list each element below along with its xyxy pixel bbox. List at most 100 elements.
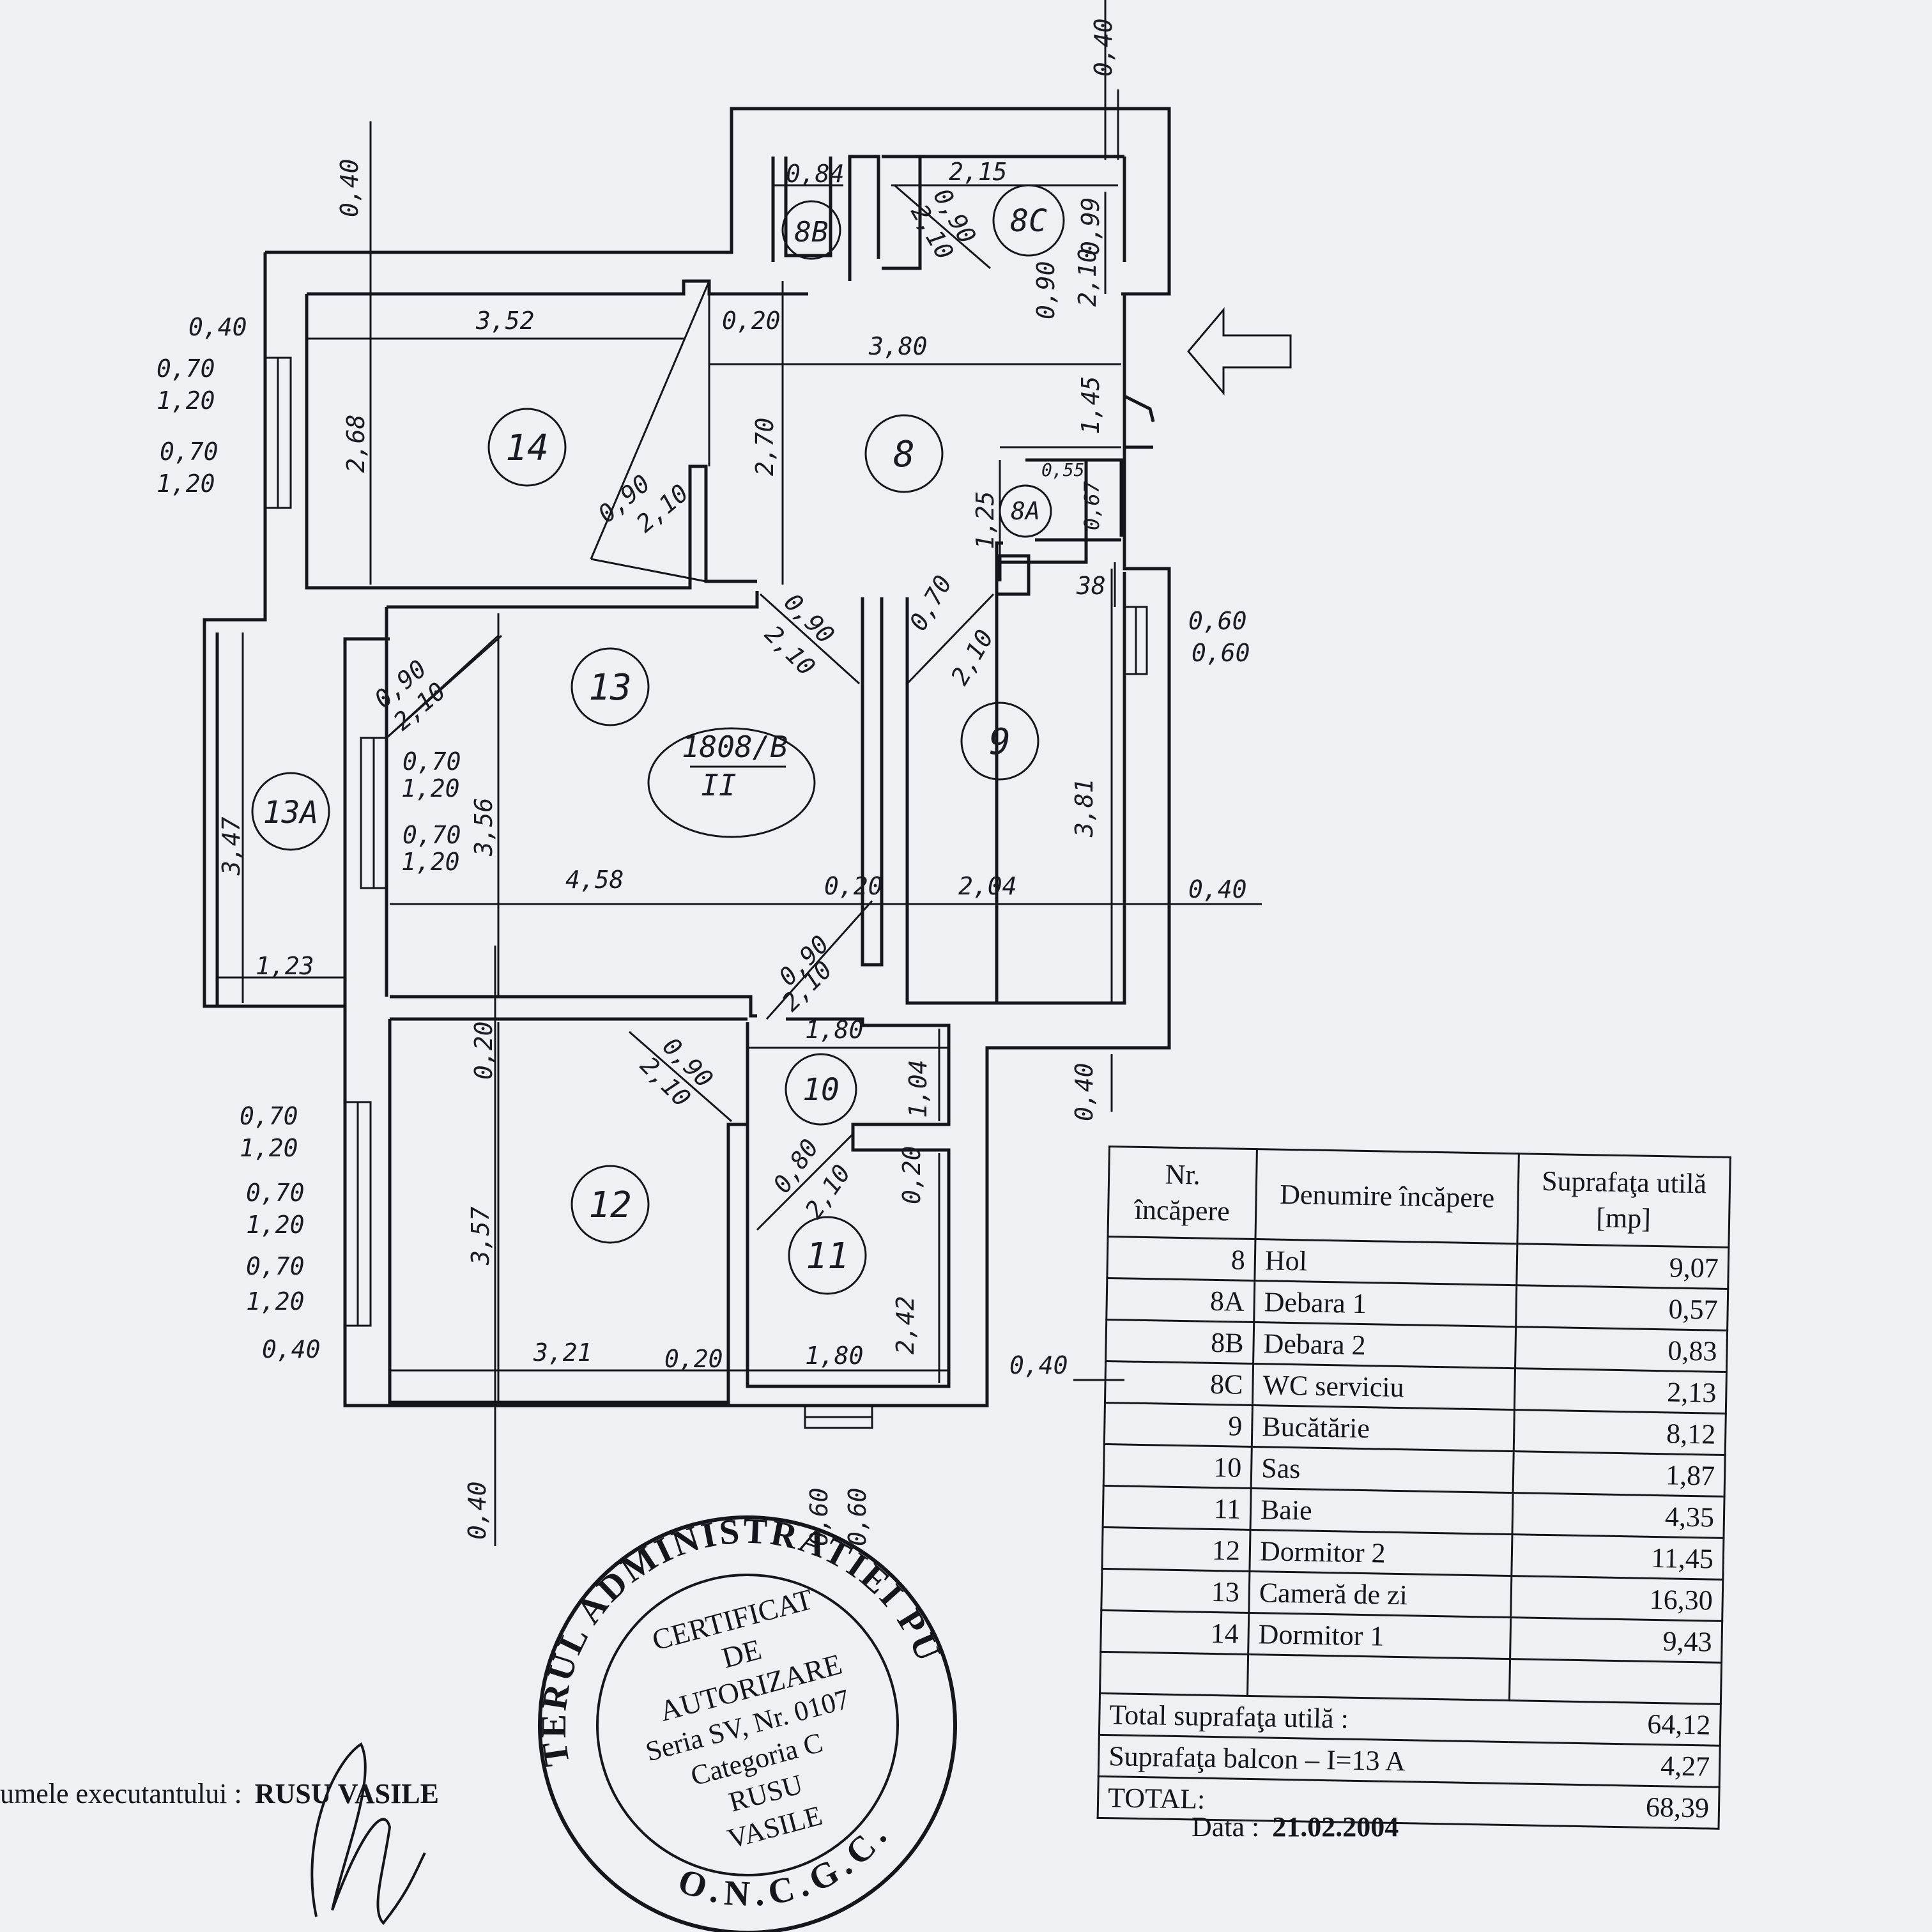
room-label-8c: 8C: [1010, 203, 1047, 239]
entrance-arrow-icon: [1187, 307, 1292, 396]
executant-label: umele executantului :: [0, 1778, 242, 1809]
dim-label: 1,20: [157, 470, 215, 498]
dim-label: 2,42: [891, 1296, 919, 1354]
balcony-value: 4,27: [1508, 1742, 1721, 1788]
dim-label: 1,04: [904, 1059, 932, 1118]
dim-label: 1,80: [805, 1016, 864, 1044]
row-name: Dormitor 2: [1249, 1529, 1512, 1576]
dim-label: 0,99: [1077, 197, 1105, 256]
dim-label: 3,56: [470, 797, 498, 857]
dim-label: 1,20: [240, 1134, 298, 1162]
apartment-id: 1808/B II: [682, 730, 788, 802]
dim-label: 4,58: [565, 866, 624, 894]
dim-label: 1,45: [1077, 376, 1105, 434]
dim-label: 0,20: [664, 1345, 723, 1373]
date: Data :21.02.2004: [1192, 1811, 1399, 1843]
row-nr: 8C: [1105, 1361, 1254, 1406]
dim-label: 1,20: [157, 387, 215, 415]
signature-icon: [310, 1742, 426, 1925]
dim-label: 0,60: [805, 1487, 833, 1546]
row-area: 4,35: [1512, 1492, 1725, 1538]
row-area: 11,45: [1511, 1534, 1724, 1580]
balcony-label: Suprafaţa balcon – I=13 A: [1098, 1735, 1509, 1784]
room-labels: 14 8 8B 8C 8A 13 13A 9 10 11 12: [263, 203, 1047, 1277]
dim-label: 0,20: [898, 1146, 926, 1204]
dim-label: 0,40: [262, 1335, 321, 1363]
dim-label: 0,67: [1080, 481, 1104, 530]
dim-label: 0,70: [402, 821, 461, 849]
dimension-lines: [217, 0, 1262, 1546]
dim-label: 1,20: [246, 1211, 305, 1239]
dim-label: 0,40: [1070, 1062, 1098, 1121]
dim-label: 3,21: [533, 1338, 592, 1367]
dim-label: 0,55: [1041, 459, 1084, 480]
dim-label: 0,60: [1188, 607, 1247, 635]
room-label-14: 14: [505, 427, 548, 469]
dim-label: 0,40: [1089, 18, 1117, 77]
dim-label: 1,23: [256, 952, 314, 980]
dim-label: 1,20: [401, 848, 460, 876]
dim-label: 0,70: [246, 1252, 305, 1280]
room-label-12: 12: [588, 1184, 631, 1226]
dim-label: 1,25: [971, 491, 999, 549]
room-label-13a: 13A: [263, 795, 319, 831]
row-area: 16,30: [1510, 1575, 1723, 1621]
dim-label: 0,40: [188, 313, 247, 341]
row-area: 0,57: [1515, 1285, 1728, 1331]
total-value: 68,39: [1507, 1783, 1720, 1829]
row-area: 9,07: [1516, 1243, 1729, 1289]
row-area: 0,83: [1515, 1326, 1728, 1372]
row-nr: 12: [1101, 1527, 1251, 1572]
row-area: 8,12: [1514, 1409, 1726, 1455]
dim-label: 2,15: [949, 158, 1008, 186]
header-nr: Nr. încăpere: [1108, 1146, 1257, 1239]
room-markers: [251, 184, 1065, 1295]
dim-label: 0,70: [160, 438, 218, 466]
dim-label: 1,20: [246, 1287, 305, 1315]
row-nr: 8B: [1105, 1319, 1254, 1364]
dim-label: 0,60: [843, 1487, 871, 1546]
total-useful-value: 64,12: [1508, 1700, 1721, 1746]
room-label-8a: 8A: [1011, 497, 1040, 525]
room-label-8: 8: [893, 434, 915, 475]
row-nr: 11: [1103, 1485, 1252, 1530]
dim-label: 3,81: [1070, 778, 1098, 838]
dim-label: 0,40: [1009, 1351, 1068, 1379]
row-name: WC serviciu: [1252, 1363, 1515, 1410]
row-nr: 14: [1100, 1610, 1249, 1655]
dim-label: 0,40: [463, 1481, 491, 1540]
date-label: Data :: [1192, 1811, 1260, 1843]
dim-label: 2,04: [958, 872, 1017, 900]
dim-label: 3,57: [466, 1206, 494, 1266]
room-label-11: 11: [806, 1236, 848, 1277]
row-area: 2,13: [1514, 1368, 1727, 1414]
header-name: Denumire încăpere: [1255, 1149, 1519, 1244]
dim-label: 3,52: [475, 307, 535, 335]
dim-label: 0,84: [786, 160, 845, 188]
dim-label: 3,47: [217, 816, 245, 876]
dim-label: 0,40: [335, 158, 364, 217]
apartment-number: 1808/B: [682, 730, 788, 764]
windows: [264, 356, 1148, 1429]
row-name: Hol: [1254, 1239, 1517, 1285]
row-name: Debara 2: [1253, 1322, 1516, 1368]
dim-label: 1,80: [805, 1342, 864, 1370]
total-useful-label: Total suprafaţa utilă :: [1099, 1693, 1510, 1742]
room-label-9: 9: [989, 721, 1011, 763]
executant-name: RUSU VASILE: [254, 1778, 439, 1809]
row-name: Baie: [1250, 1488, 1514, 1535]
dim-label: 3,80: [868, 332, 928, 360]
row-nr: 13: [1101, 1568, 1250, 1613]
authorization-stamp: MINISTERUL ADMINISTRATIEI PUBLICE O.N.C.…: [486, 1463, 957, 1932]
row-name: Sas: [1251, 1446, 1514, 1493]
dim-label: 0,70: [157, 355, 215, 383]
dim-label: 0,20: [824, 872, 883, 900]
row-name: Debara 1: [1254, 1280, 1517, 1327]
dim-label: 1,20: [401, 774, 460, 802]
dimension-labels: 0,40 0,40 0,84 2,15 0,90 2,10 0,99 3,52 …: [157, 18, 1250, 1546]
dim-label: 0,20: [722, 307, 781, 335]
row-nr: 9: [1104, 1402, 1253, 1447]
door-swings: [385, 184, 995, 1231]
row-area: 1,87: [1513, 1451, 1726, 1497]
row-nr: 8A: [1106, 1278, 1255, 1322]
